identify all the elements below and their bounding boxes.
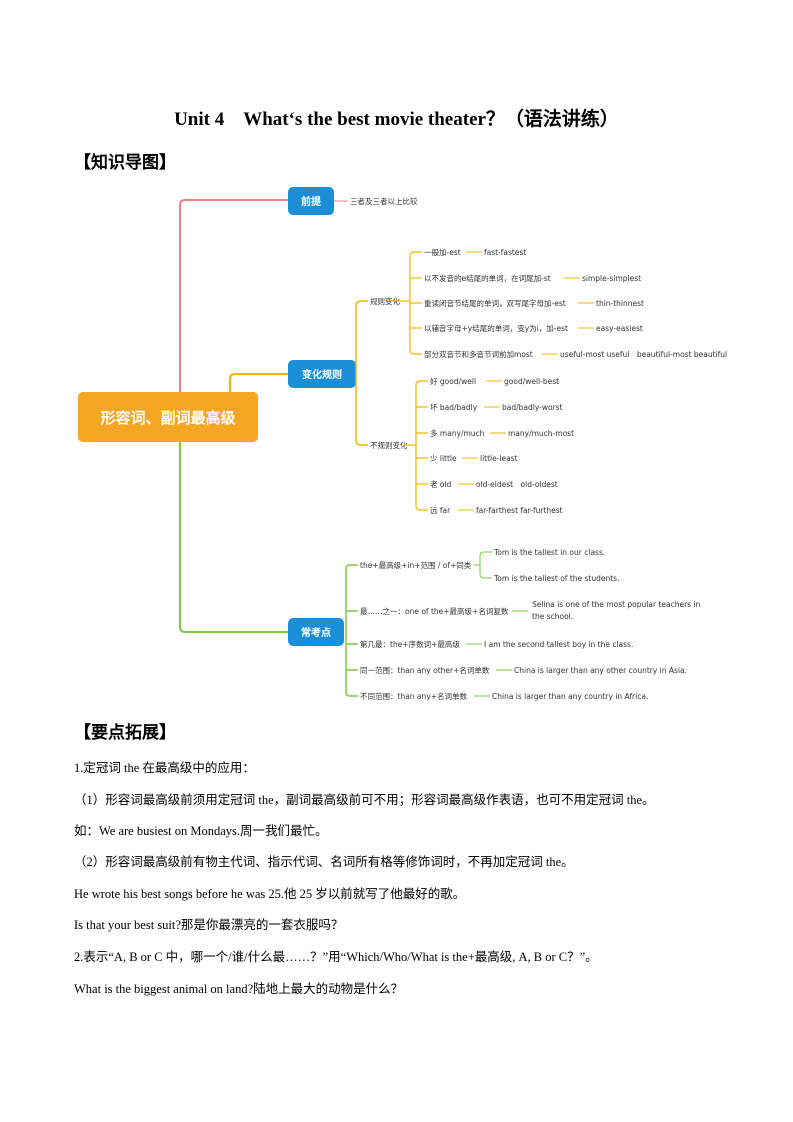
root-label: 形容词、副词最高级 xyxy=(100,409,236,427)
paragraph-1: 1.定冠词 the 在最高级中的应用： xyxy=(74,761,255,775)
premise-node xyxy=(288,187,334,215)
root-node xyxy=(78,392,258,442)
regular-rule-5: 部分双音节和多音节词前加most xyxy=(424,349,533,359)
regular-example-4: easy-easiest xyxy=(596,324,643,333)
regular-rule-4: 以辅音字母+y结尾的单词，变y为i，加-est xyxy=(424,323,568,333)
common-example-1b: Tom is the tallest of the students. xyxy=(493,574,619,583)
common-label: 常考点 xyxy=(301,626,331,639)
irregular-example-6: far-farthest far-furthest xyxy=(476,506,563,515)
common-example-3: I am the second tallest boy in the class… xyxy=(484,640,633,649)
points-heading: 【要点拓展】 xyxy=(74,723,176,743)
common-rule-5: 不同范围：than any+名词单数 xyxy=(360,691,467,701)
irregular-example-3: many/much-most xyxy=(508,429,574,438)
paragraph-5: He wrote his best songs before he was 25… xyxy=(74,887,466,901)
rules-node xyxy=(288,360,356,388)
common-node xyxy=(288,618,344,646)
irregular-rule-5: 老 old xyxy=(430,479,452,489)
mindmap-heading: 【知识导图】 xyxy=(74,153,176,173)
regular-example-5: useful-most useful beautiful-most beauti… xyxy=(560,350,727,359)
paragraph-6: Is that your best suit?那是你最漂亮的一套衣服吗？ xyxy=(74,918,344,932)
common-example-2a: Selina is one of the most popular teache… xyxy=(532,600,701,609)
irregular-example-4: little-least xyxy=(480,454,518,463)
regular-rule-3: 重读闭音节结尾的单词，双写尾字母加-est xyxy=(424,298,566,308)
common-example-4: China is larger than any other country i… xyxy=(514,666,687,675)
irregular-rule-1: 好 good/well xyxy=(430,376,476,386)
premise-detail: 三者及三者以上比较 xyxy=(350,196,418,206)
irregular-rule-2: 坏 bad/badly xyxy=(430,402,478,412)
irregular-example-1: good/well-best xyxy=(504,377,559,386)
irregular-example-5: old-eldest old-oldest xyxy=(476,480,558,489)
regular-example-2: simple-simplest xyxy=(582,274,641,283)
paragraph-4: （2）形容词最高级前有物主代词、指示代词、名词所有格等修饰词时，不再加定冠词 t… xyxy=(74,855,574,869)
paragraph-8: What is the biggest animal on land?陆地上最大… xyxy=(74,982,404,996)
paragraph-3: 如：We are busiest on Mondays.周一我们最忙。 xyxy=(74,824,328,838)
regular-label: 规则变化 xyxy=(370,296,400,306)
common-example-1a: Tom is the tallest in our class. xyxy=(493,548,605,557)
irregular-rule-3: 多 many/much xyxy=(430,428,485,438)
irregular-label: 不规则变化 xyxy=(370,440,408,450)
rules-label: 变化规则 xyxy=(302,368,342,381)
irregular-example-2: bad/badly-worst xyxy=(502,403,563,412)
common-example-5: China is larger than any country in Afri… xyxy=(492,692,648,701)
regular-example-1: fast-fastest xyxy=(484,248,526,257)
rules-connector xyxy=(229,373,288,392)
mind-map: 前提 三者及三者以上比较 变化规则 规则变化 不规则变化 一般加-est fas… xyxy=(78,187,727,701)
common-connector xyxy=(179,440,288,633)
regular-rule-2: 以不发音的e结尾的单词，在词尾加-st xyxy=(424,273,551,283)
irregular-rule-4: 少 little xyxy=(430,454,457,463)
common-example-2b: the school. xyxy=(532,612,573,621)
common-rule-1: the+最高级+in+范围 / of+同类 xyxy=(360,560,472,570)
regular-example-3: thin-thinnest xyxy=(596,299,644,308)
premise-connector xyxy=(179,199,288,392)
page-title: Unit 4 What‘s the best movie theater？（语法… xyxy=(174,109,619,130)
regular-rule-1: 一般加-est xyxy=(424,247,461,257)
irregular-rule-6: 远 far xyxy=(430,506,451,515)
common-rule-4: 同一范围：than any other+名词单数 xyxy=(360,665,490,675)
premise-label: 前提 xyxy=(301,195,322,208)
paragraph-7: 2.表示“A, B or C 中，哪一个/谁/什么最……？”用“Which/Wh… xyxy=(74,950,598,964)
common-rule-3: 第几最：the+序数词+最高级 xyxy=(360,639,460,649)
paragraph-2: （1）形容词最高级前须用定冠词 the，副词最高级前可不用；形容词最高级作表语，… xyxy=(74,793,655,807)
common-rule-2: 最……之一：one of the+最高级+名词复数 xyxy=(360,606,509,616)
